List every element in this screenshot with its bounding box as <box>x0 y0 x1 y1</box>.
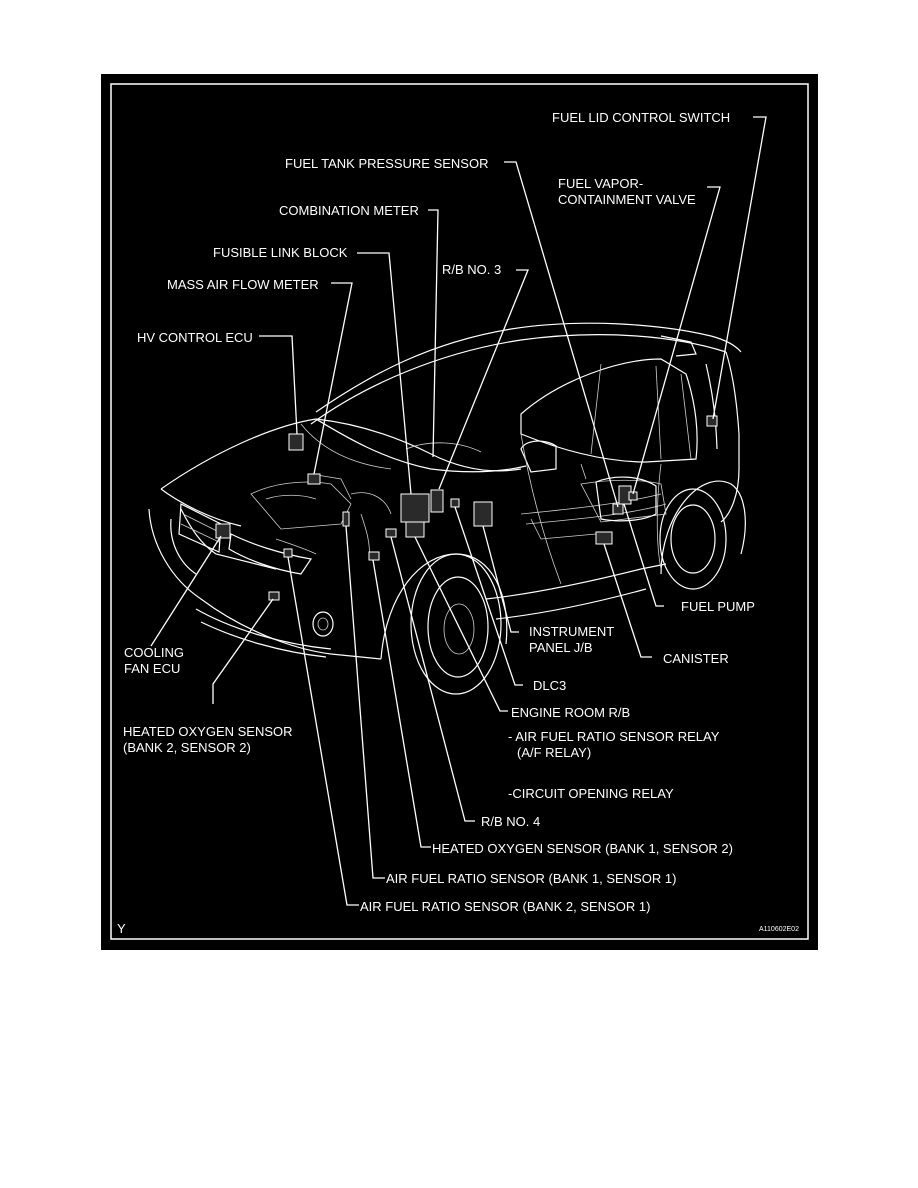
component-location-diagram: FUEL LID CONTROL SWITCH FUEL TANK PRESSU… <box>110 83 809 940</box>
fuel-lid-control-switch-marker <box>706 415 718 427</box>
vehicle-illustration <box>148 322 746 695</box>
diagram-frame: FUEL LID CONTROL SWITCH FUEL TANK PRESSU… <box>101 74 818 950</box>
hv-control-ecu-marker <box>288 433 304 451</box>
label-fuel-pump: FUEL PUMP <box>681 599 755 614</box>
label-heated-oxygen-b2s2-line1: HEATED OXYGEN SENSOR <box>123 724 293 739</box>
component-markers <box>215 415 718 601</box>
dlc3-marker <box>450 498 460 508</box>
instrument-panel-jb-marker <box>473 501 493 527</box>
label-af-sensor-b1s1: AIR FUEL RATIO SENSOR (BANK 1, SENSOR 1) <box>386 871 676 886</box>
leader-lines <box>150 116 767 906</box>
af-sensor-b1s1-marker <box>342 511 350 527</box>
label-af-relay-line2: (A/F RELAY) <box>517 745 591 760</box>
label-af-sensor-b2s1: AIR FUEL RATIO SENSOR (BANK 2, SENSOR 1) <box>360 899 650 914</box>
label-heated-oxygen-b2s2-line2: (BANK 2, SENSOR 2) <box>123 740 251 755</box>
label-cooling-fan-ecu-line2: FAN ECU <box>124 661 180 676</box>
label-fuel-vapor-valve-line1: FUEL VAPOR- <box>558 176 643 191</box>
canister-marker <box>595 531 613 545</box>
label-af-relay-line1: - AIR FUEL RATIO SENSOR RELAY <box>508 729 720 744</box>
engine-room-rb-marker <box>405 521 425 538</box>
label-engine-room-rb: ENGINE ROOM R/B <box>511 705 630 720</box>
figure-code: A110602E02 <box>759 926 799 933</box>
label-rb-no-4: R/B NO. 4 <box>481 814 540 829</box>
label-instrument-panel-line1: INSTRUMENT <box>529 624 614 639</box>
label-fuel-tank-pressure-sensor: FUEL TANK PRESSURE SENSOR <box>285 156 488 171</box>
label-dlc3: DLC3 <box>533 678 566 693</box>
label-fuel-vapor-valve-line2: CONTAINMENT VALVE <box>558 192 696 207</box>
corner-mark: Y <box>117 921 126 936</box>
labels: FUEL LID CONTROL SWITCH FUEL TANK PRESSU… <box>117 110 799 936</box>
label-canister: CANISTER <box>663 651 729 666</box>
label-instrument-panel-line2: PANEL J/B <box>529 640 593 655</box>
rb-no-3-marker <box>430 489 444 513</box>
rb-no-4-marker <box>385 528 397 538</box>
cooling-fan-ecu-marker <box>215 523 231 539</box>
label-heated-oxygen-b1s2: HEATED OXYGEN SENSOR (BANK 1, SENSOR 2) <box>432 841 733 856</box>
label-combination-meter: COMBINATION METER <box>279 203 419 218</box>
heated-oxygen-b1s2-marker <box>368 551 380 561</box>
fuel-tank-pressure-sensor-marker <box>612 503 624 515</box>
fusible-link-block-marker <box>400 493 430 523</box>
label-circuit-opening-relay: -CIRCUIT OPENING RELAY <box>508 786 674 801</box>
label-cooling-fan-ecu-line1: COOLING <box>124 645 184 660</box>
label-fuel-lid-control-switch: FUEL LID CONTROL SWITCH <box>552 110 730 125</box>
af-sensor-b2s1-marker <box>283 548 293 558</box>
inner-border <box>110 83 809 940</box>
label-fusible-link-block: FUSIBLE LINK BLOCK <box>213 245 348 260</box>
label-rb-no-3: R/B NO. 3 <box>442 262 501 277</box>
mass-air-flow-meter-marker <box>307 473 321 485</box>
heated-oxygen-b2s2-marker <box>268 591 280 601</box>
label-hv-control-ecu: HV CONTROL ECU <box>137 330 253 345</box>
label-mass-air-flow-meter: MASS AIR FLOW METER <box>167 277 319 292</box>
